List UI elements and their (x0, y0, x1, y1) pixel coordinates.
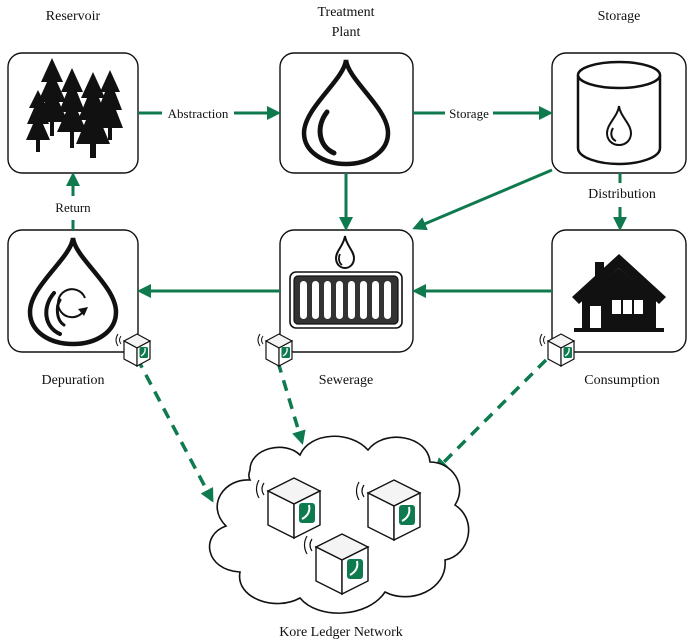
depuration-label: Depuration (42, 373, 105, 388)
reservoir-label: Reservoir (46, 9, 101, 24)
edge-sewerage-to-ledger (276, 361, 306, 445)
storage-label: Storage (598, 9, 641, 24)
sewerage-block-icon (257, 333, 293, 367)
house-icon (572, 254, 666, 332)
network-label: Kore Ledger Network (279, 625, 403, 640)
edge-consumption-to-ledger (433, 358, 548, 473)
edge-storage-to-sewerage (412, 168, 553, 231)
treatment-label-line2: Plant (332, 25, 361, 40)
consumption-label: Consumption (584, 373, 659, 388)
water-drop-icon (301, 59, 391, 167)
edge-label-distribution: Distribution (588, 187, 656, 202)
storage-tank-icon (576, 60, 662, 166)
cloud-icon (208, 435, 470, 614)
edge-depuration-to-ledger (135, 357, 214, 503)
treatment-label-line1: Treatment (317, 5, 374, 20)
edge-label-return: Return (55, 200, 91, 215)
recycling-drop-icon (27, 237, 119, 347)
sewerage-label: Sewerage (319, 373, 373, 388)
forest-icon (26, 58, 123, 158)
edge-label-storage: Storage (449, 106, 489, 121)
edge-label-abstraction: Abstraction (168, 106, 229, 121)
sewer-grate-icon (289, 235, 403, 329)
